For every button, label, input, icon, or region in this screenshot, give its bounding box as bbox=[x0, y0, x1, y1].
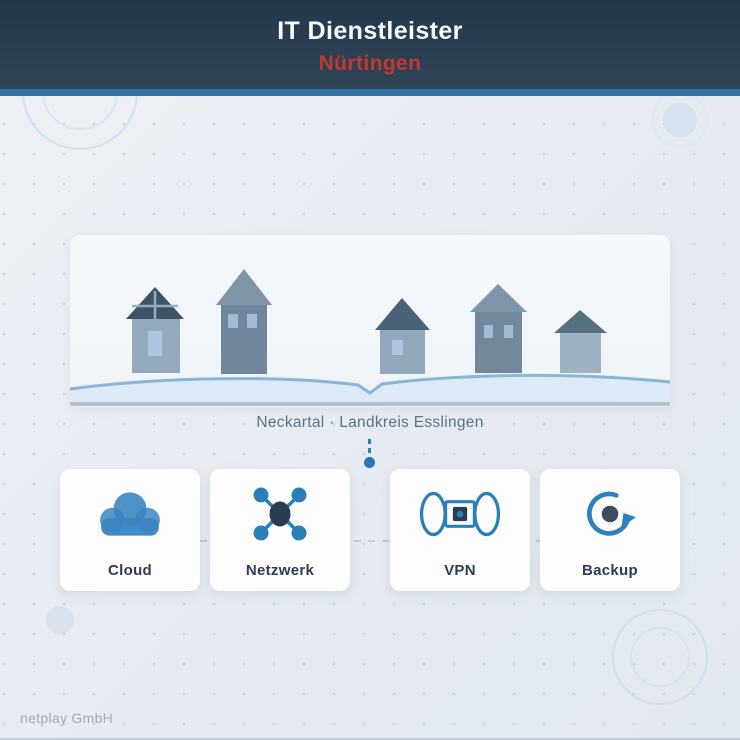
decor-circle-bottom-right-inner bbox=[630, 627, 690, 687]
company-name: netplay GmbH bbox=[20, 710, 114, 726]
decor-circle-bottom-left bbox=[46, 606, 74, 634]
house-2 bbox=[216, 269, 272, 374]
hill-wave bbox=[70, 373, 670, 406]
connector-dot bbox=[364, 457, 375, 468]
house-3 bbox=[375, 298, 430, 374]
service-card-cloud: Cloud bbox=[60, 469, 200, 591]
backup-sync-icon bbox=[587, 491, 636, 536]
service-card-backup: Backup bbox=[540, 469, 680, 591]
connector-dashed-line bbox=[368, 439, 371, 458]
page-title: IT Dienstleister bbox=[277, 17, 463, 45]
decor-circle-top-right bbox=[663, 103, 697, 137]
vpn-tunnel-icon bbox=[419, 491, 501, 537]
network-nodes-icon bbox=[253, 487, 307, 541]
header-accent-bar bbox=[0, 89, 740, 96]
page-subtitle: Nürtingen bbox=[318, 52, 422, 75]
service-label: Backup bbox=[582, 562, 638, 579]
house-1 bbox=[126, 287, 184, 373]
bottom-edge-line bbox=[0, 738, 740, 740]
service-card-netzwerk: Netzwerk bbox=[210, 469, 350, 591]
service-label: VPN bbox=[444, 562, 476, 579]
village-houses-illustration bbox=[70, 269, 670, 406]
house-5 bbox=[554, 310, 607, 373]
content-area: Neckartal · Landkreis Esslingen Cloud bbox=[0, 96, 740, 740]
header-banner: IT Dienstleister Nürtingen bbox=[0, 0, 740, 89]
cards-dashed-link bbox=[130, 540, 610, 542]
decor-ring-top-right bbox=[652, 96, 708, 148]
service-card-vpn: VPN bbox=[390, 469, 530, 591]
region-caption: Neckartal · Landkreis Esslingen bbox=[256, 414, 484, 431]
service-label: Cloud bbox=[108, 562, 152, 579]
village-illustration-card bbox=[70, 235, 670, 407]
decor-circle-bottom-right-outer bbox=[612, 609, 708, 705]
service-label: Netzwerk bbox=[245, 562, 315, 579]
cloud-icon bbox=[100, 492, 160, 536]
house-4 bbox=[470, 284, 527, 373]
